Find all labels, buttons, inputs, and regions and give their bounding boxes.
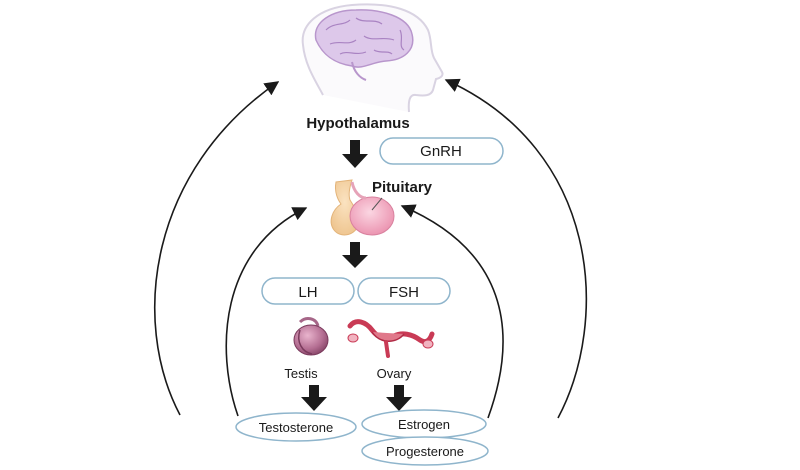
testosterone-label: Testosterone <box>259 420 333 435</box>
estrogen-label: Estrogen <box>398 417 450 432</box>
gnrh-label: GnRH <box>420 143 462 160</box>
estrogen-pill: Estrogen <box>361 409 487 439</box>
estrogen-to-pituitary-feedback-arrow <box>400 204 504 419</box>
down-arrow-hypothalamus-to-pituitary <box>342 140 368 168</box>
ovary-label: Ovary <box>377 366 412 381</box>
lh-label: LH <box>298 284 317 301</box>
testosterone-pill: Testosterone <box>235 412 357 442</box>
brain-folds <box>325 17 405 55</box>
lh-pill: LH <box>261 277 355 305</box>
pituitary-label: Pituitary <box>372 179 433 196</box>
progesterone-pill: Progesterone <box>361 436 489 466</box>
testis-icon <box>293 317 329 356</box>
testosterone-to-hypothalamus-feedback-arrow <box>153 81 280 416</box>
hypothalamus-label: Hypothalamus <box>306 115 409 132</box>
pituitary-gland-icon <box>330 179 395 236</box>
estrogen-to-hypothalamus-feedback-arrow <box>444 78 587 419</box>
down-arrow-testis-to-testosterone <box>301 385 327 411</box>
brain-stem <box>351 61 367 81</box>
fsh-label: FSH <box>389 284 419 301</box>
progesterone-label: Progesterone <box>386 444 464 459</box>
ovary-icon <box>347 319 435 358</box>
pituitary-pointer <box>371 197 383 211</box>
testis-label: Testis <box>284 366 318 381</box>
gnrh-pill: GnRH <box>379 137 504 165</box>
head-with-brain-icon <box>301 3 444 113</box>
brain-shape <box>314 9 414 68</box>
down-arrow-ovary-to-estrogen <box>386 385 412 411</box>
fsh-pill: FSH <box>357 277 451 305</box>
testosterone-to-pituitary-feedback-arrow <box>225 207 308 417</box>
down-arrow-pituitary-to-lh-fsh <box>342 242 368 268</box>
